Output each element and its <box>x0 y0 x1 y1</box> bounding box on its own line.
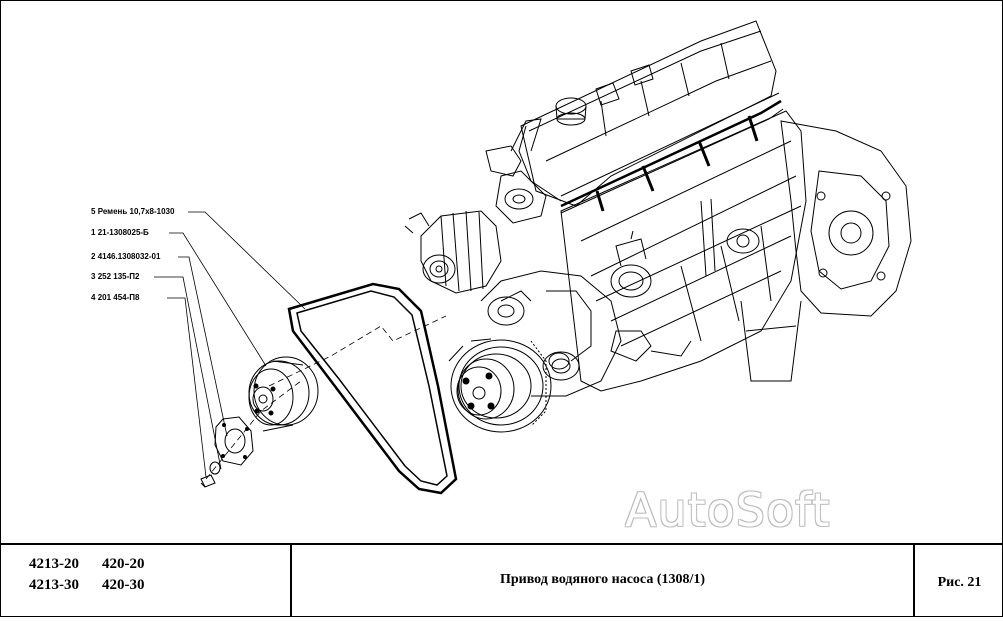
model-number: 4213-20 <box>29 556 79 572</box>
water-pump-pulley <box>248 356 319 432</box>
models-row: 4213-30 420-30 <box>29 575 145 596</box>
callout-label: 21-1308025-Б <box>97 228 149 237</box>
callout-number: 5 <box>91 207 96 216</box>
models-row: 4213-20 420-20 <box>29 554 145 575</box>
leader-lines <box>154 211 306 478</box>
models-cell: 4213-20 420-20 4213-30 420-30 <box>1 545 292 616</box>
callout-pulley: 1 21-1308025-Б <box>91 228 149 238</box>
callout-label: 201 454-П8 <box>97 293 140 302</box>
callout-number: 3 <box>91 272 96 281</box>
drawing-title: Привод водяного насоса (1308/1) <box>499 572 706 587</box>
callout-label: Ремень 10,7х8-1030 <box>97 207 175 216</box>
callout-belt: 5 Ремень 10,7х8-1030 <box>91 207 174 217</box>
title-block: 4213-20 420-20 4213-30 420-30 Привод водян… <box>1 543 1002 616</box>
drawing-sheet: 5 Ремень 10,7х8-1030 1 21-1308025-Б 2 41… <box>0 0 1003 617</box>
callout-label: 252 135-П2 <box>97 272 140 281</box>
assembly-lines <box>205 315 447 480</box>
models-list: 4213-20 420-20 4213-30 420-30 <box>29 554 145 596</box>
callout-label: 4146.1308032-01 <box>97 252 161 261</box>
exploded-view-drawing <box>154 20 912 495</box>
pulley-spacer <box>214 416 254 466</box>
spring-washer <box>209 461 221 475</box>
watermark: AutoSoft <box>625 483 831 537</box>
title-cell: Привод водяного насоса (1308/1) <box>292 545 915 616</box>
callout-spacer: 2 4146.1308032-01 <box>91 252 160 262</box>
model-number: 4213-30 <box>29 577 79 593</box>
engine-illustration <box>404 20 912 433</box>
model-number: 420-20 <box>102 556 145 572</box>
bolt <box>200 474 216 488</box>
callout-number: 2 <box>91 252 96 261</box>
v-belt <box>287 282 458 495</box>
callout-number: 1 <box>91 228 96 237</box>
callout-bolt: 4 201 454-П8 <box>91 293 139 303</box>
figure-cell: Рис. 21 <box>915 545 1002 616</box>
callout-number: 4 <box>91 293 96 302</box>
figure-number: Рис. 21 <box>937 575 982 590</box>
callout-washer: 3 252 135-П2 <box>91 272 139 282</box>
model-number: 420-30 <box>102 577 145 593</box>
